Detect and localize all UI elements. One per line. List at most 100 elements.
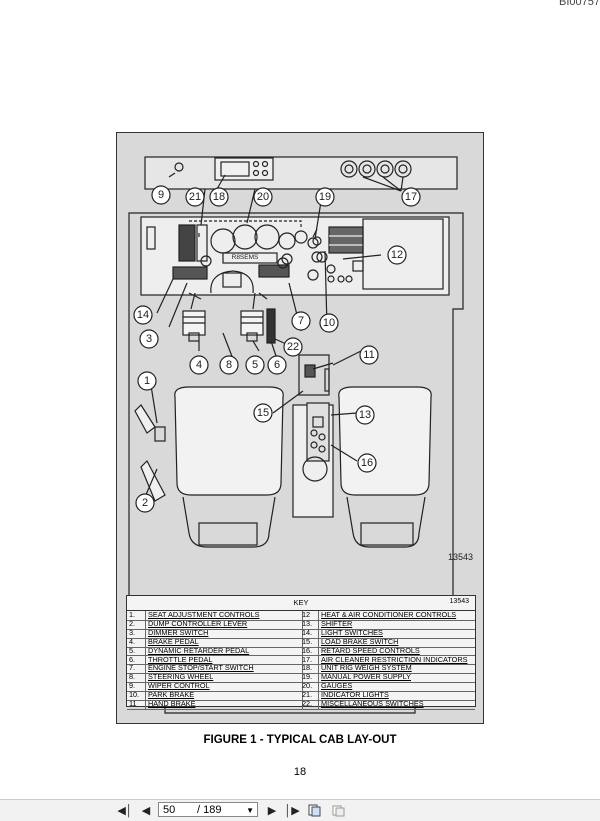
callout-10: 10 <box>323 317 335 329</box>
gauge-large-right <box>254 224 280 250</box>
key-description: UNIT RIG WEIGH SYSTEM <box>321 664 412 673</box>
key-number: 8. <box>127 672 146 683</box>
key-description: MISCELLANEOUS SWITCHES <box>321 700 424 708</box>
callout-19: 19 <box>319 191 331 203</box>
key-number: 9. <box>127 681 146 692</box>
wiper-knob <box>174 162 184 172</box>
key-number: 11 <box>127 699 146 709</box>
callout-3: 3 <box>146 333 152 345</box>
callout-circle-9 <box>151 185 171 205</box>
prev-page-icon[interactable]: ◀ <box>141 804 151 817</box>
indicator-light-panel <box>178 224 196 262</box>
callout-circle-6 <box>267 355 287 375</box>
next-page-icon[interactable]: ▶ <box>267 804 277 817</box>
callout-circle-19 <box>315 187 335 207</box>
key-description: THROTTLE PEDAL <box>145 655 303 665</box>
key-description: STEERING WHEEL <box>145 673 303 683</box>
callout-circle-18 <box>209 187 229 207</box>
callout-5: 5 <box>252 359 258 371</box>
page-selector[interactable]: / 189 ▼ <box>158 802 258 817</box>
pdf-viewer-toolbar: ◀│ ◀ / 189 ▼ ▶ │▶ <box>0 799 600 821</box>
key-description: DIMMER SWITCH <box>145 628 303 638</box>
air-restriction-indicators <box>340 160 412 178</box>
callout-13: 13 <box>359 409 371 421</box>
key-description: DUMP CONTROLLER LEVER <box>145 619 303 629</box>
callout-circle-10 <box>319 313 339 333</box>
callout-circle-2 <box>135 493 155 513</box>
callout-circle-7 <box>291 311 311 331</box>
callout-circle-22 <box>283 337 303 357</box>
key-description: INDICATOR LIGHTS <box>321 691 389 700</box>
callout-circle-14 <box>133 305 153 325</box>
key-description: HAND BRAKE <box>145 700 303 709</box>
callout-circle-3 <box>139 329 159 349</box>
figure-caption: FIGURE 1 - TYPICAL CAB LAY-OUT <box>203 734 397 746</box>
callout-circle-1 <box>137 371 157 391</box>
dropdown-icon[interactable]: ▼ <box>246 806 254 815</box>
key-description: ENGINE STOP/START SWITCH <box>145 664 303 674</box>
gauge-label: R8SEMS <box>232 254 259 261</box>
key-description: LOAD BRAKE SWITCH <box>321 637 399 646</box>
key-number: 7. <box>127 663 146 674</box>
key-description: LIGHT SWITCHES <box>321 628 383 637</box>
callout-4: 4 <box>196 359 202 371</box>
key-number: 5. <box>127 646 146 656</box>
retarder-pedal <box>266 308 276 344</box>
callout-circle-8 <box>219 355 239 375</box>
callout-1: 1 <box>144 375 150 387</box>
callout-21: 21 <box>189 191 201 203</box>
callout-15: 15 <box>257 407 269 419</box>
key-description: RETARD SPEED CONTROLS <box>321 646 420 655</box>
callout-20: 20 <box>257 191 269 203</box>
key-number: 2. <box>127 619 146 629</box>
last-page-icon[interactable]: │▶ <box>284 804 300 817</box>
hvac-switches <box>328 226 364 254</box>
key-number: 19. <box>300 672 319 683</box>
cab-layout-figure: R8SEMS 1 2 <box>116 132 484 724</box>
key-number: 6. <box>127 655 146 665</box>
key-number: 18. <box>300 663 319 674</box>
callout-circle-12 <box>387 245 407 265</box>
fit-width-icon[interactable] <box>330 802 346 818</box>
driver-seat <box>174 386 284 496</box>
key-number: 10. <box>127 690 146 700</box>
drawing-number: 13543 <box>448 552 473 562</box>
callout-14: 14 <box>137 309 149 321</box>
callout-circle-11 <box>359 345 379 365</box>
callout-circle-20 <box>253 187 273 207</box>
page-total: / 189 <box>197 804 222 816</box>
callout-22: 22 <box>287 341 299 353</box>
fit-page-icon[interactable] <box>306 802 322 818</box>
page-input[interactable] <box>163 803 199 816</box>
callout-2: 2 <box>142 497 148 509</box>
callout-circle-13 <box>355 405 375 425</box>
shifter <box>306 402 330 462</box>
callout-circle-16 <box>357 453 377 473</box>
key-description: WIPER CONTROL <box>145 682 303 692</box>
callout-9: 9 <box>158 189 164 201</box>
key-description: SHIFTER <box>321 619 353 628</box>
callout-circle-17 <box>401 187 421 207</box>
document-code: BI00757 <box>559 0 600 8</box>
key-description: HEAT & AIR CONDITIONER CONTROLS <box>321 611 457 619</box>
key-code: 13543 <box>449 598 469 605</box>
key-number: 15. <box>300 637 319 647</box>
callout-12: 12 <box>391 249 403 261</box>
callout-7: 7 <box>298 315 304 327</box>
first-page-icon[interactable]: ◀│ <box>117 804 133 817</box>
key-number: 13. <box>300 619 319 629</box>
key-number: 22. <box>300 699 319 709</box>
callout-circle-5 <box>245 355 265 375</box>
callout-18: 18 <box>213 191 225 203</box>
key-number: 3. <box>127 628 146 638</box>
key-description: SEAT ADJUSTMENT CONTROLS <box>145 611 303 620</box>
callout-circle-21 <box>185 187 205 207</box>
